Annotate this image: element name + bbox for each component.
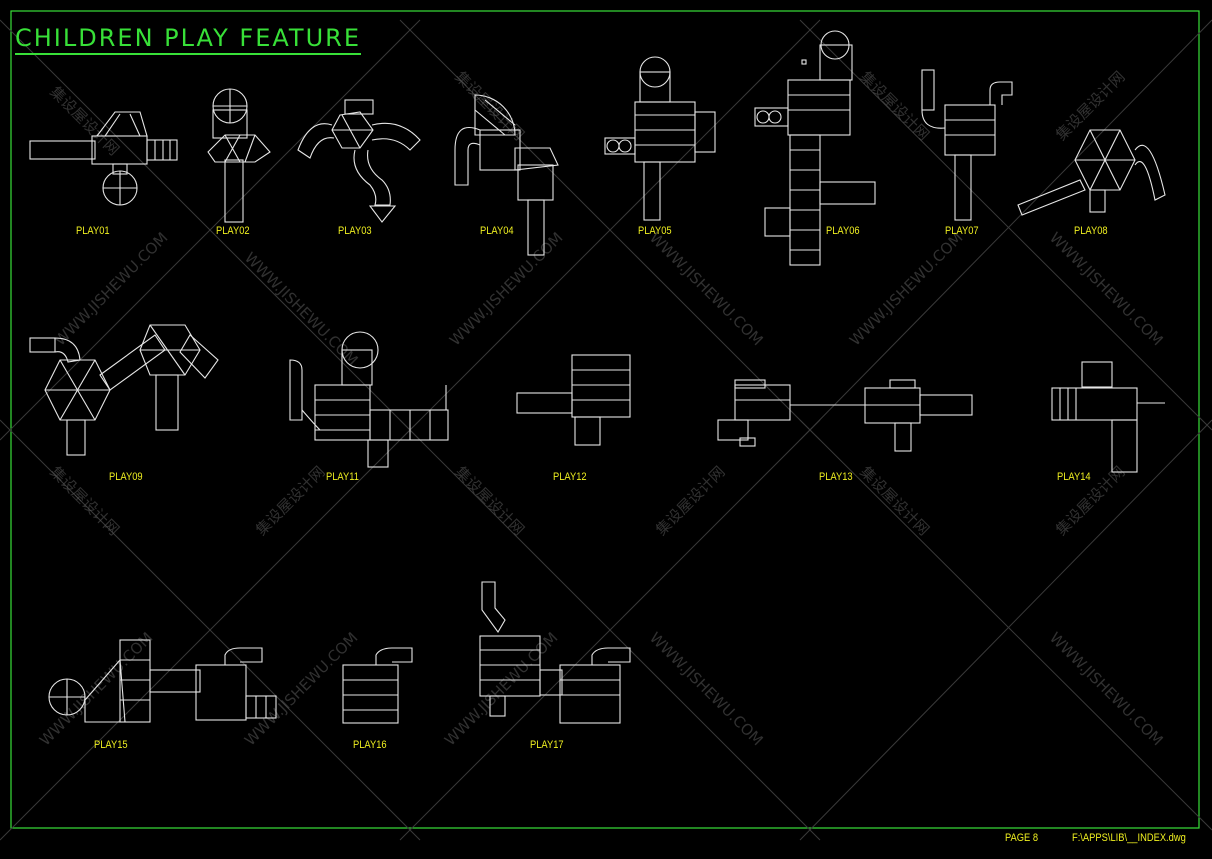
item-label: PLAY02	[216, 225, 250, 237]
item-label: PLAY03	[338, 225, 372, 237]
play08-plan	[1017, 129, 1166, 216]
item-label: PLAY04	[480, 225, 514, 237]
play16-plan	[342, 647, 413, 724]
play04-plan	[454, 94, 559, 256]
item-label: PLAY05	[638, 225, 672, 237]
item-label: PLAY15	[94, 739, 128, 751]
play01-plan	[29, 111, 178, 206]
item-label: PLAY12	[553, 471, 587, 483]
item-label: PLAY06	[826, 225, 860, 237]
item-label: PLAY01	[76, 225, 110, 237]
play06-plan	[754, 30, 876, 266]
page-number: PAGE 8	[1005, 832, 1039, 844]
item-label: PLAY17	[530, 739, 564, 751]
item-label: PLAY08	[1074, 225, 1108, 237]
play07-plan	[921, 69, 1013, 221]
item-label: PLAY07	[945, 225, 979, 237]
play05-plan	[604, 56, 716, 221]
play14-plan	[1051, 361, 1165, 473]
play15-plan	[48, 639, 277, 723]
item-label: PLAY16	[353, 739, 387, 751]
play09-plan	[29, 324, 219, 456]
play02-plan	[207, 88, 271, 223]
play03-plan	[297, 99, 421, 223]
item-label: PLAY11	[326, 471, 359, 483]
play12-plan	[516, 354, 631, 446]
file-path: F:\APPS\LIB\__INDEX.dwg	[1072, 832, 1186, 844]
play17-plan	[479, 581, 631, 724]
play11-plan	[289, 331, 449, 468]
item-label: PLAY09	[109, 471, 143, 483]
drawing-title: CHILDREN PLAY FEATURE	[15, 24, 361, 55]
item-label: PLAY14	[1057, 471, 1091, 483]
play13-plan	[717, 379, 973, 452]
item-label: PLAY13	[819, 471, 853, 483]
